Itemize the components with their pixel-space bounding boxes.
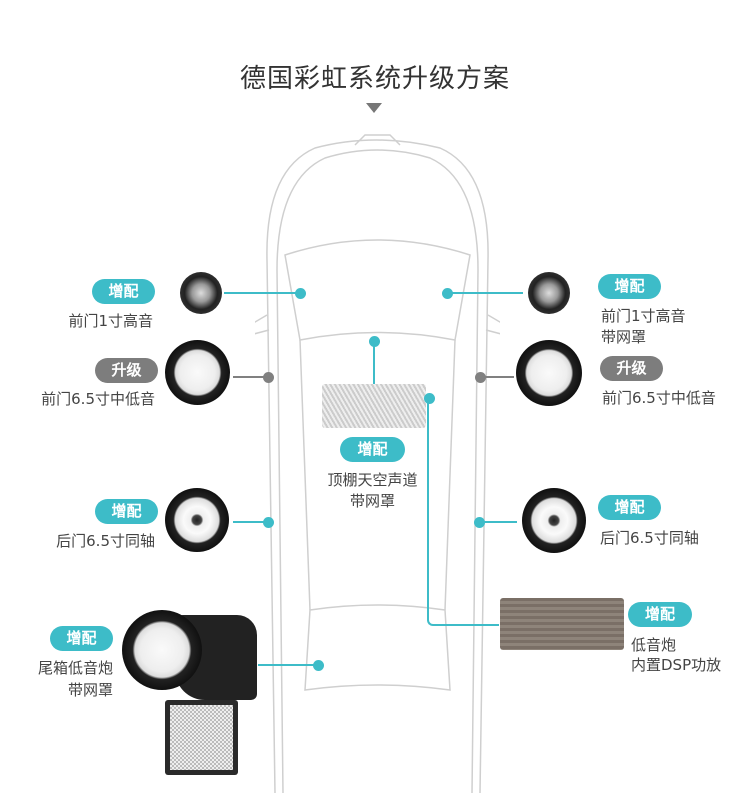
- car-outline: [255, 134, 500, 793]
- connector-line: [427, 398, 499, 626]
- label-front-mid-right: 前门6.5寸中低音: [602, 389, 716, 407]
- hotspot-rear-left[interactable]: [263, 517, 274, 528]
- connector-line: [479, 521, 517, 523]
- hotspot-front-mid-right[interactable]: [475, 372, 486, 383]
- label-rear-right: 后门6.5寸同轴: [600, 529, 699, 547]
- coaxial-speaker-icon: [165, 488, 229, 552]
- tweeter-icon: [180, 272, 222, 314]
- label-ceiling: 顶棚天空声道: [327, 471, 418, 489]
- hotspot-front-mid-left[interactable]: [263, 372, 274, 383]
- badge-upgrade: 升级: [600, 356, 663, 381]
- label-front-mid-left: 前门6.5寸中低音: [41, 390, 155, 408]
- grille-icon: [165, 700, 238, 775]
- connector-line: [258, 664, 318, 666]
- hotspot-front-tweeter-left[interactable]: [295, 288, 306, 299]
- hotspot-front-tweeter-right[interactable]: [442, 288, 453, 299]
- hotspot-subwoofer[interactable]: [313, 660, 324, 671]
- hotspot-rear-right[interactable]: [474, 517, 485, 528]
- coaxial-speaker-icon: [522, 488, 586, 553]
- amplifier-icon: [500, 598, 624, 650]
- label-ceiling-sub: 带网罩: [349, 492, 395, 510]
- woofer-icon: [165, 340, 230, 405]
- label-front-tweeter-left: 前门1寸高音: [68, 312, 153, 330]
- connector-line: [373, 341, 375, 385]
- badge-add: 增配: [598, 274, 661, 299]
- tweeter-icon: [528, 272, 570, 314]
- connector-line: [447, 292, 523, 294]
- ceiling-speaker-icon: [322, 384, 426, 428]
- label-front-tweeter-right-sub: 带网罩: [601, 328, 647, 346]
- label-amplifier: 低音炮: [631, 636, 677, 654]
- label-rear-left: 后门6.5寸同轴: [56, 532, 155, 550]
- page-title: 德国彩虹系统升级方案: [239, 64, 510, 94]
- triangle-down-icon: [366, 103, 382, 113]
- connector-line: [480, 376, 514, 378]
- label-subwoofer: 尾箱低音炮: [37, 659, 113, 677]
- connector-line: [233, 521, 268, 523]
- label-front-tweeter-right: 前门1寸高音: [601, 307, 686, 325]
- badge-add: 增配: [92, 279, 155, 304]
- subwoofer-icon: [122, 610, 202, 690]
- connector-line: [224, 292, 300, 294]
- connector-line: [233, 376, 268, 378]
- badge-upgrade: 升级: [95, 358, 158, 383]
- label-amplifier-sub: 内置DSP功放: [631, 656, 722, 674]
- badge-add: 增配: [340, 437, 405, 462]
- badge-add: 增配: [598, 495, 661, 520]
- label-subwoofer-sub: 带网罩: [67, 681, 113, 699]
- badge-add: 增配: [50, 626, 113, 651]
- badge-add: 增配: [95, 499, 158, 524]
- badge-add: 增配: [628, 602, 692, 627]
- woofer-icon: [516, 340, 582, 406]
